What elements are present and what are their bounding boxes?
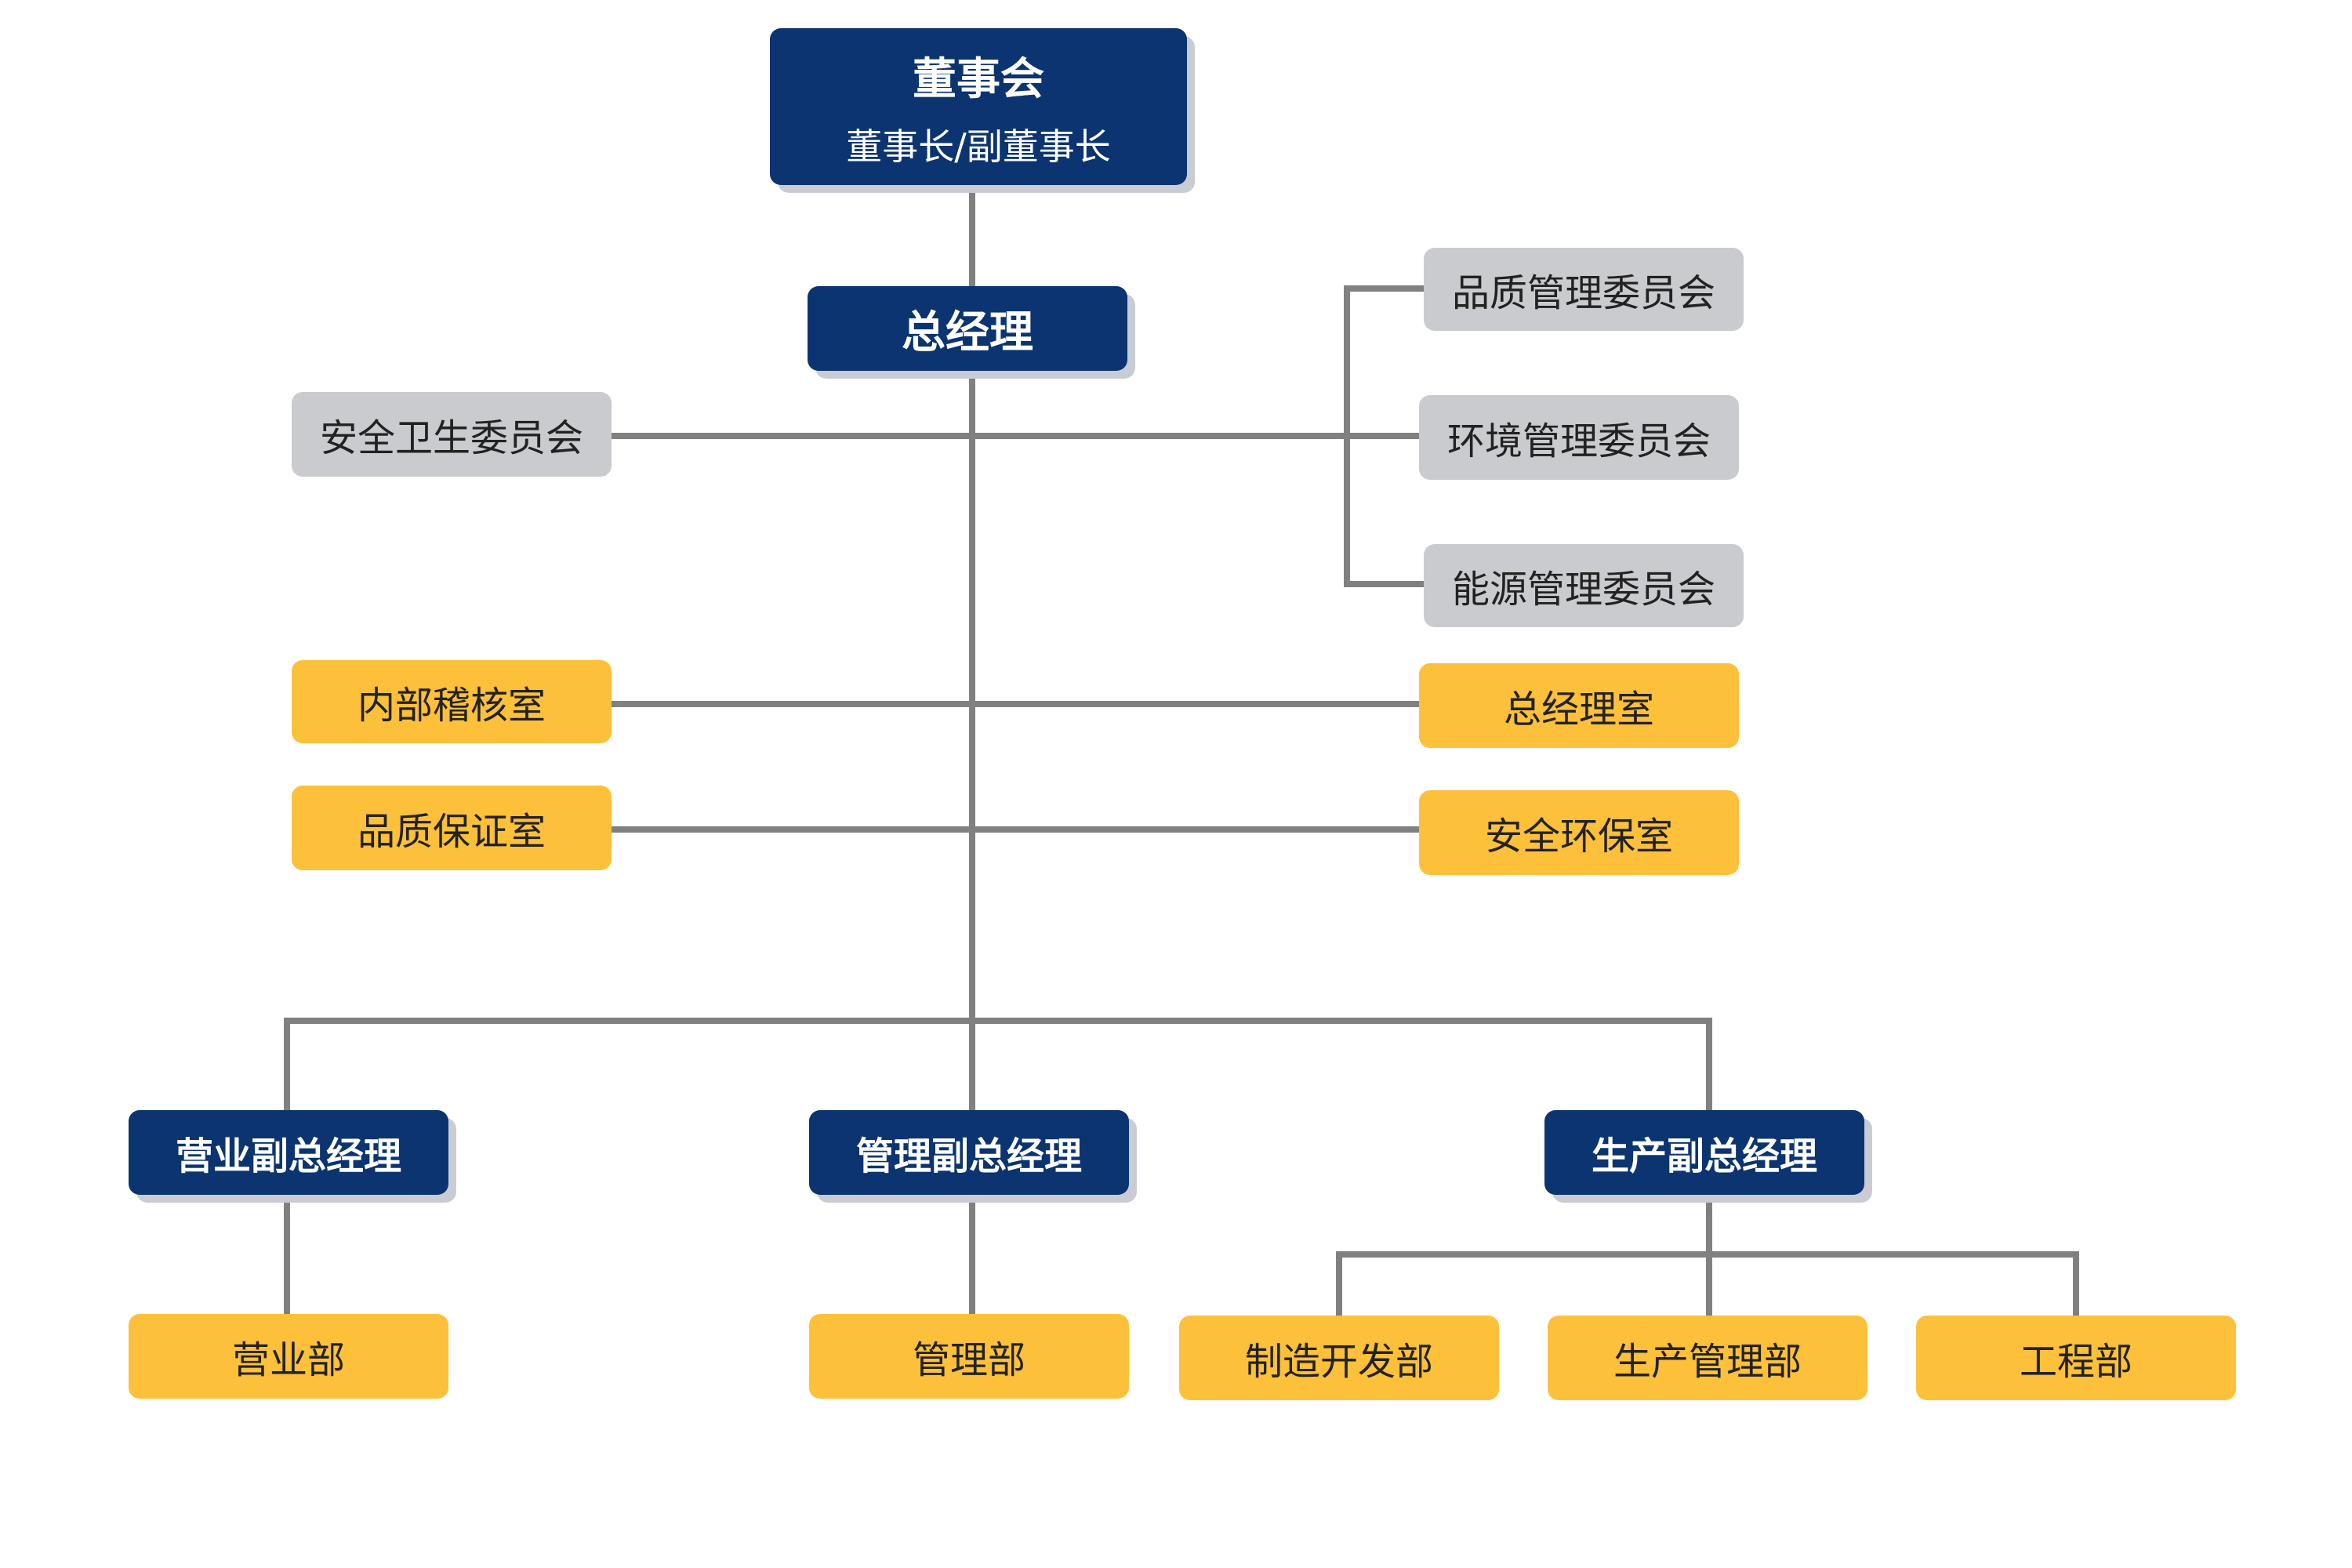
vp-admin[interactable]: 管理副总经理 — [809, 1110, 1129, 1195]
vp-sales[interactable]: 营业副总经理 — [129, 1110, 448, 1195]
vp-sales-label: 营业副总经理 — [175, 1134, 401, 1178]
office-quality-assurance-label: 品质保证室 — [357, 810, 546, 854]
committee-energy-mgmt-label: 能源管理委员会 — [1451, 568, 1715, 612]
office-safety-env-label: 安全环保室 — [1484, 815, 1673, 858]
dept-sales-label: 营业部 — [231, 1338, 345, 1382]
board-title: 董事会 — [913, 53, 1044, 105]
board-subtitle: 董事长/副董事长 — [846, 125, 1111, 168]
office-quality-assurance[interactable]: 品质保证室 — [292, 786, 612, 870]
dept-manufacturing-dev[interactable]: 制造开发部 — [1179, 1316, 1499, 1400]
office-gm-office[interactable]: 总经理室 — [1419, 663, 1739, 748]
dept-sales[interactable]: 营业部 — [129, 1314, 448, 1399]
dept-engineering-label: 工程部 — [2019, 1340, 2132, 1384]
dept-production-mgmt-label: 生产管理部 — [1613, 1340, 1802, 1384]
dept-production-mgmt[interactable]: 生产管理部 — [1548, 1316, 1867, 1400]
ceo-label: 总经理 — [902, 307, 1033, 358]
committee-quality-mgmt-label: 品质管理委员会 — [1451, 271, 1715, 315]
office-safety-env[interactable]: 安全环保室 — [1419, 790, 1739, 875]
office-internal-audit-label: 内部稽核室 — [357, 684, 546, 728]
dept-admin-label: 管理部 — [912, 1338, 1025, 1382]
office-gm-office-label: 总经理室 — [1503, 688, 1654, 731]
dept-admin[interactable]: 管理部 — [809, 1314, 1129, 1399]
committee-environment-mgmt[interactable]: 环境管理委员会 — [1419, 395, 1739, 480]
dept-engineering[interactable]: 工程部 — [1916, 1316, 2236, 1400]
committee-safety-health[interactable]: 安全卫生委员会 — [292, 392, 612, 477]
office-internal-audit[interactable]: 内部稽核室 — [292, 660, 612, 743]
vp-production[interactable]: 生产副总经理 — [1544, 1110, 1864, 1195]
committee-energy-mgmt[interactable]: 能源管理委员会 — [1424, 544, 1744, 627]
vp-admin-label: 管理副总经理 — [855, 1134, 1082, 1178]
dept-manufacturing-dev-label: 制造开发部 — [1244, 1340, 1433, 1384]
vp-production-label: 生产副总经理 — [1591, 1134, 1817, 1178]
board-box[interactable]: 董事会 董事长/副董事长 — [770, 28, 1187, 185]
committee-safety-health-label: 安全卫生委员会 — [319, 416, 583, 460]
committee-environment-mgmt-label: 环境管理委员会 — [1446, 419, 1711, 463]
committee-quality-mgmt[interactable]: 品质管理委员会 — [1424, 248, 1744, 331]
ceo-box[interactable]: 总经理 — [808, 286, 1127, 371]
